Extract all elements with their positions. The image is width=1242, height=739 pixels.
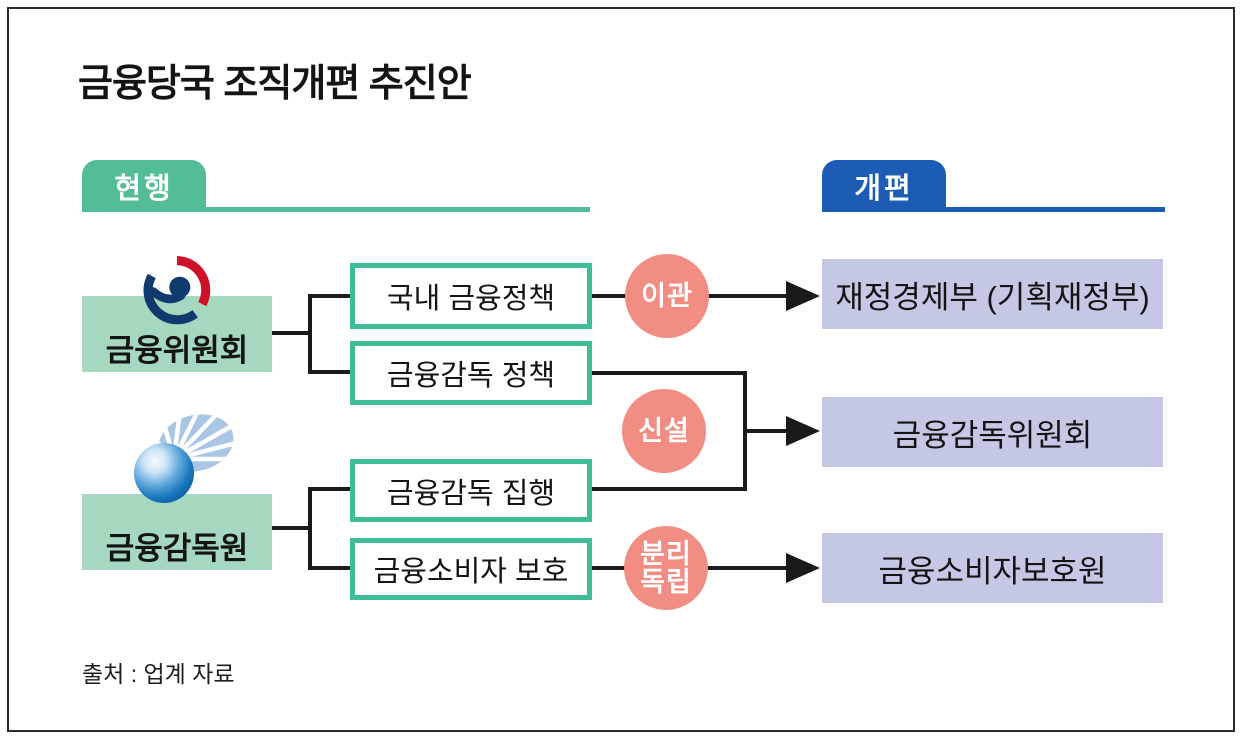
org-box-fss: 금융감독원: [82, 494, 272, 570]
function-box-consumer-protection: 금융소비자 보호: [350, 538, 592, 600]
tab-current: 현행: [82, 160, 206, 212]
org-fsc-label: 금융위원회: [105, 332, 249, 368]
reform-box-consumer-protection-agency: 금융소비자보호원: [822, 533, 1163, 603]
badge-separate-line2: 독립: [640, 567, 692, 597]
reform-label: 금융감독위원회: [892, 417, 1093, 453]
source-note: 출처 : 업계 자료: [82, 661, 235, 687]
org-fss-label: 금융감독원: [105, 530, 249, 566]
current-section-underline: [82, 207, 590, 212]
badge-new-label: 신설: [638, 415, 690, 446]
fsc-taegeuk-logo-icon: [143, 256, 211, 325]
tab-current-label: 현행: [114, 173, 174, 205]
fss-globe-logo-icon: [134, 409, 237, 503]
arrowhead-transfer: [786, 281, 820, 311]
function-label: 금융감독 집행: [386, 477, 556, 510]
reform-box-supervisory-commission: 금융감독위원회: [822, 397, 1163, 467]
reform-label: 재정경제부 (기획재정부): [835, 279, 1150, 315]
function-label: 금융감독 정책: [386, 360, 556, 392]
function-box-supervision-enforcement: 금융감독 집행: [350, 459, 592, 522]
function-label: 금융소비자 보호: [373, 556, 569, 588]
arrowhead-new: [786, 416, 820, 446]
reform-box-finance-ministry: 재정경제부 (기획재정부): [822, 259, 1163, 329]
badge-separate-line1: 분리: [640, 538, 692, 569]
badge-transfer: 이관: [625, 254, 709, 338]
tab-reform: 개편: [822, 160, 946, 212]
org-box-fsc: 금융위원회: [82, 296, 272, 372]
tab-reform-label: 개편: [854, 173, 914, 205]
reform-section-underline: [822, 207, 1165, 212]
function-label: 국내 금융정책: [386, 283, 556, 315]
arrowhead-separate: [786, 553, 820, 583]
function-box-domestic-policy: 국내 금융정책: [350, 263, 592, 329]
badge-new: 신설: [622, 389, 706, 473]
function-box-supervision-policy: 금융감독 정책: [350, 341, 592, 405]
outer-border: [7, 7, 1235, 732]
reform-label: 금융소비자보호원: [878, 553, 1107, 589]
badge-transfer-label: 이관: [641, 280, 693, 311]
badge-separate: 분리 독립: [624, 526, 708, 610]
page-title: 금융당국 조직개편 추진안: [78, 63, 472, 105]
